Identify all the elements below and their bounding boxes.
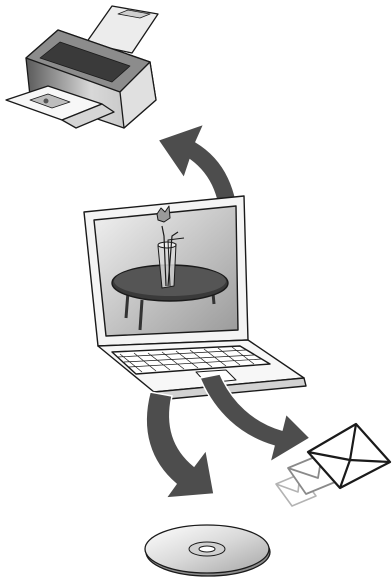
cd-disc-icon xyxy=(145,525,270,576)
laptop-icon xyxy=(84,196,306,400)
arrow-to-disc-icon xyxy=(146,392,214,498)
printer-icon xyxy=(6,6,158,128)
